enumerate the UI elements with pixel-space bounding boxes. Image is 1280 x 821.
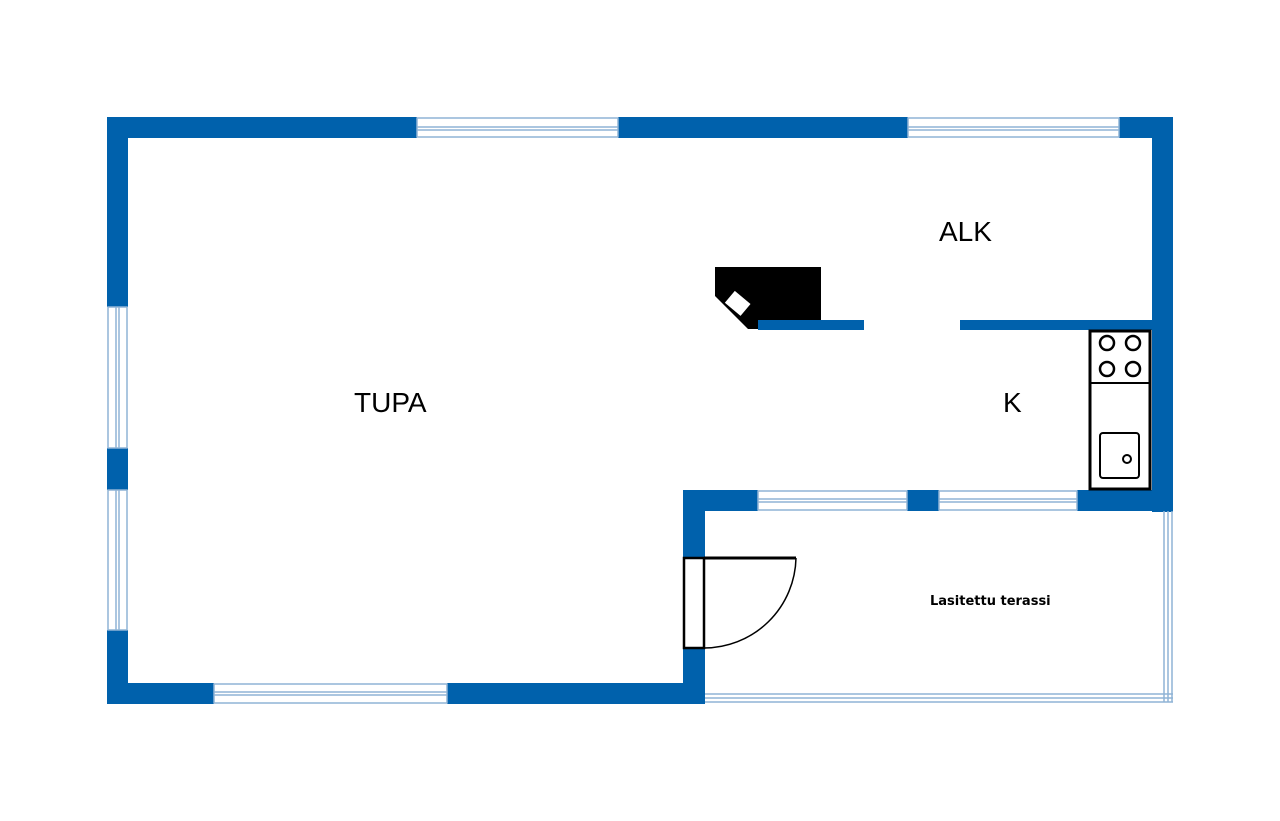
exterior-walls [107, 117, 1173, 704]
windows [107, 117, 1120, 704]
terrace-glazing [705, 511, 1173, 703]
kitchen-counter [1088, 329, 1152, 491]
stove-icon [1090, 334, 1150, 384]
sink-icon [1099, 432, 1140, 479]
door-swing-icon [682, 556, 797, 650]
room-label-keittio: K [1003, 387, 1022, 418]
fireplace-icon [715, 267, 821, 329]
room-label-alk: ALK [939, 216, 992, 247]
room-label-tupa: TUPA [354, 387, 427, 418]
room-label-terassi: Lasitettu terassi [930, 594, 1051, 609]
